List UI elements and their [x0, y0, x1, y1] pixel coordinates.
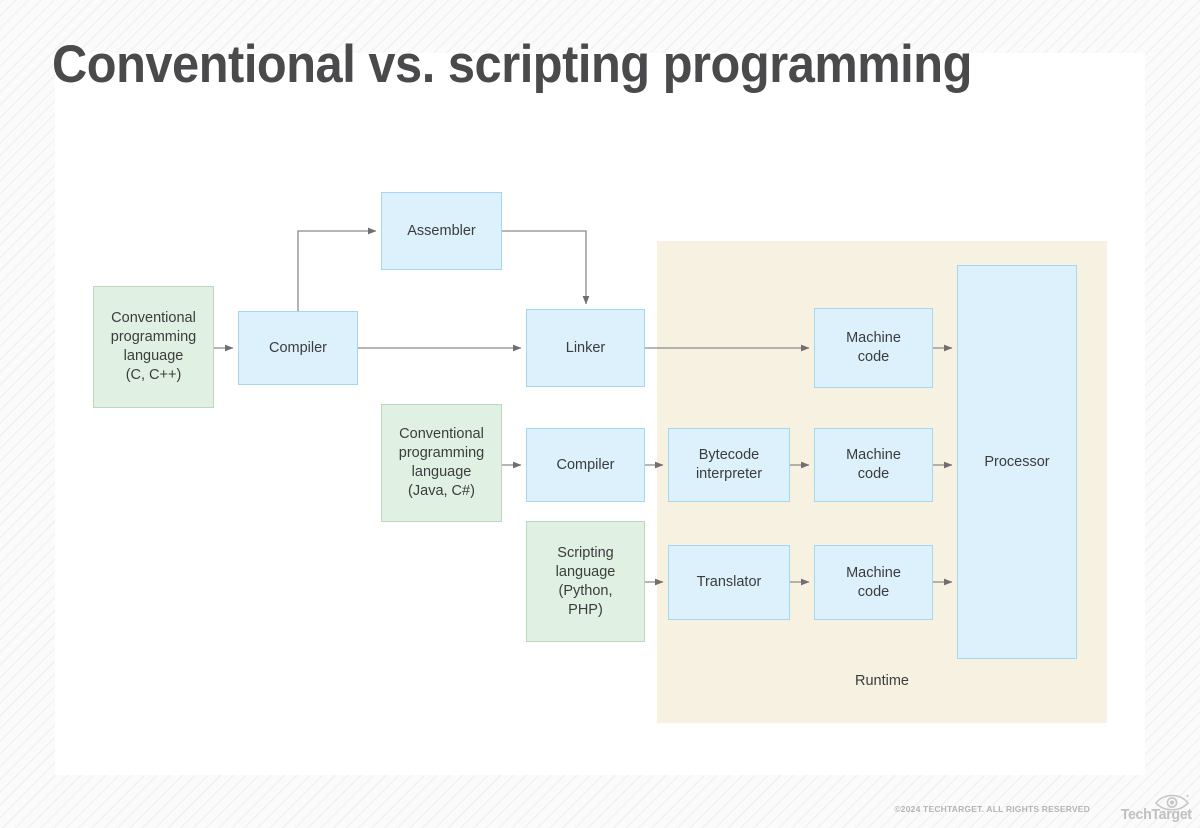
runtime-label: Runtime	[855, 673, 909, 689]
node-translator: Translator	[668, 545, 790, 620]
node-processor: Processor	[957, 265, 1077, 659]
node-compiler-bytecode: Compiler	[526, 428, 645, 502]
techtarget-wordmark: TechTarget	[1121, 806, 1192, 823]
footer: ©2024 TECHTARGET. ALL RIGHTS RESERVED Te…	[0, 786, 1200, 828]
node-compiler-native: Compiler	[238, 311, 358, 385]
node-linker: Linker	[526, 309, 645, 387]
page-title: Conventional vs. scripting programming	[52, 35, 972, 94]
copyright-text: ©2024 TECHTARGET. ALL RIGHTS RESERVED	[894, 804, 1090, 814]
node-assembler: Assembler	[381, 192, 502, 270]
techtarget-eye-icon	[1154, 794, 1190, 811]
